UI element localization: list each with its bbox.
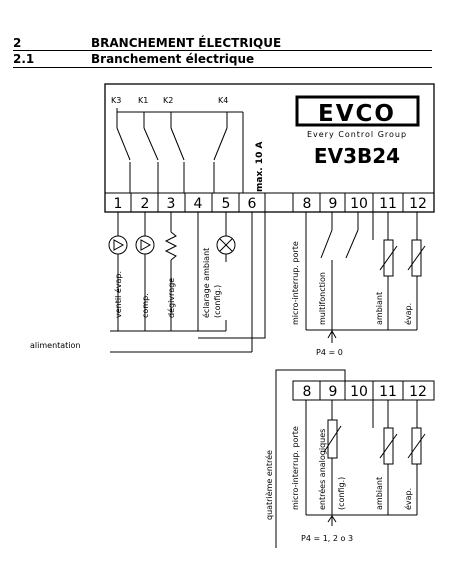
input-label: ambiant [375,292,384,325]
terminal-number: 11 [379,384,397,400]
max-current-label: max. 10 A [255,142,265,192]
section-heading: 2 BRANCHEMENT ÉLECTRIQUE [13,36,433,50]
terminal-number: 12 [409,196,427,212]
terminal-number: 11 [379,196,397,212]
input-label: (config.) [337,477,346,510]
terminal-number: 6 [248,196,257,212]
relay-label: K4 [218,96,228,105]
terminal-number: 9 [329,384,338,400]
relay-contacts [116,112,228,193]
input-label: micro-interrup. porte [291,241,300,325]
input-labels-bottom: micro-interrup. porte entrées analogique… [291,426,413,510]
load-label: ventil évap. [113,271,123,318]
section-number: 2 [13,36,22,50]
terminal-numbers-bottom: 8 9 10 11 12 [303,384,427,400]
terminal-number: 4 [194,196,203,212]
fourth-input-label: quatrième entrée [264,450,274,520]
relay-label: K2 [163,96,173,105]
terminal-number: 3 [167,196,176,212]
terminal-number: 12 [409,384,427,400]
relay-label: K1 [138,96,148,105]
loads [108,212,266,353]
section-title: BRANCHEMENT ÉLECTRIQUE [91,36,282,50]
terminal-strip-bottom [292,380,435,401]
power-label: alimentation [30,341,81,350]
input-label: multifonction [318,272,327,325]
terminal-number: 8 [303,196,312,212]
terminal-number: 10 [350,384,368,400]
terminal-strip-top [104,192,435,213]
input-label: entrées analogiques [317,429,327,510]
terminal-number: 1 [114,196,123,212]
load-label: dégivrage [166,278,176,318]
p4-other-label: P4 = 1, 2 o 3 [301,534,353,543]
terminal-numbers-top: 1 2 3 4 5 6 8 9 10 11 12 [114,196,427,212]
subsection-rule [13,67,432,68]
compressor-icon [135,235,155,255]
controller-box [104,83,435,213]
subsection-title: Branchement électrique [91,52,255,66]
terminal-number: 10 [350,196,368,212]
inputs-top [305,212,426,343]
brand-tagline: Every Control Group [307,130,407,139]
input-label: évap. [403,303,413,325]
input-label: ambiant [375,477,384,510]
input-labels-top: micro-interrup. porte multifonction ambi… [291,241,413,325]
load-labels: ventil évap. comp. dégivrage éclarage am… [113,248,222,318]
input-label: évap. [403,488,413,510]
input-label: micro-interrup. porte [291,426,300,510]
heater-icon [164,231,178,261]
p4-zero-label: P4 = 0 [316,348,343,357]
load-label: comp. [141,293,150,318]
terminal-number: 8 [303,384,312,400]
relay-common-bus [116,108,243,113]
relay-label: K3 [111,96,121,105]
section-rule [13,50,432,51]
subsection-heading: 2.1 Branchement électrique [13,52,433,66]
terminal-number: 5 [222,196,231,212]
terminal-number: 9 [329,196,338,212]
subsection-number: 2.1 [13,52,35,66]
model-name: EV3B24 [314,144,400,168]
inputs-bottom [275,369,426,548]
terminal-number: 2 [141,196,150,212]
brand-logo: EVCO [318,101,396,127]
load-label: éclarage ambiant [201,248,211,318]
fan-icon [108,235,128,255]
load-label: (config.) [213,285,222,318]
brand-logo-frame [295,95,420,127]
